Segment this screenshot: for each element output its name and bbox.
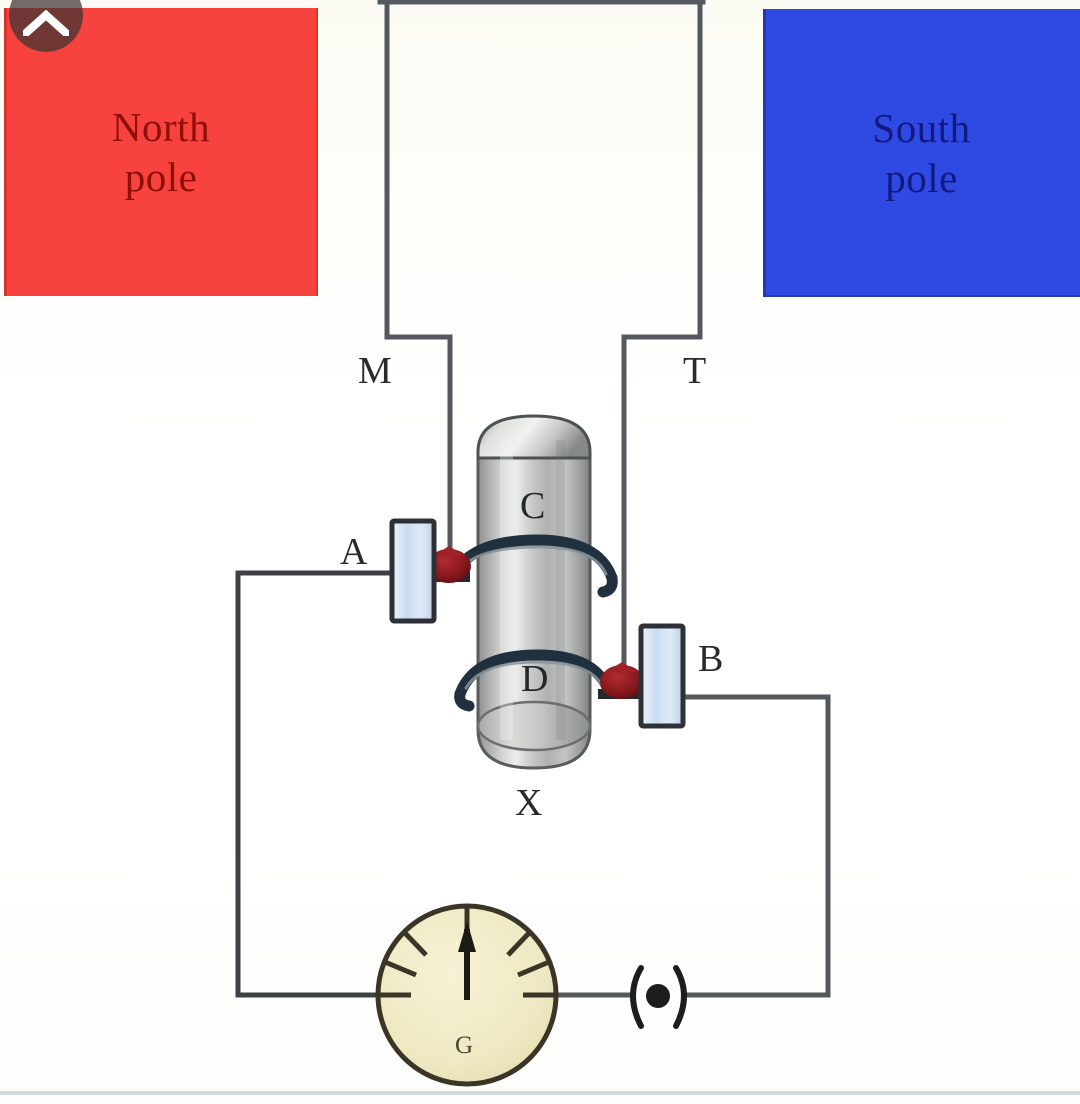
coil-winding-c-highlight: [456, 545, 608, 576]
label-m: M: [358, 350, 392, 392]
label-c: C: [520, 485, 546, 527]
south-pole-label-line2: pole: [885, 155, 958, 201]
top-wire-loop: [377, 0, 706, 683]
galvanometer: [375, 903, 559, 1087]
label-t: T: [683, 350, 707, 392]
south-pole-magnet: South pole: [763, 9, 1080, 297]
chevron-up-icon: [23, 10, 69, 36]
armature-cylinder: [476, 414, 592, 770]
brush-a: [389, 518, 437, 624]
below-divider-area: [0, 1095, 1080, 1104]
coil-winding-d-highlight: [464, 660, 604, 690]
label-d: D: [521, 658, 549, 700]
slip-ring-contact-lower: [598, 662, 648, 699]
label-g: G: [455, 1032, 474, 1059]
bottom-divider: [0, 1091, 1080, 1095]
north-pole-magnet: North pole: [4, 8, 318, 296]
label-x: X: [515, 782, 543, 824]
label-a: A: [340, 531, 368, 573]
left-circuit-wire: [235, 570, 395, 998]
north-pole-label-line2: pole: [124, 154, 198, 200]
key-contact-dot: [646, 984, 670, 1008]
coil-winding-d: [454, 649, 615, 712]
label-b: B: [698, 638, 724, 680]
galvanometer-needle: [458, 921, 476, 1000]
right-circuit-wire: [550, 694, 831, 998]
key-contact-symbol: [630, 965, 687, 1029]
south-pole-label-line1: South: [872, 104, 971, 151]
brush-b: [638, 623, 686, 729]
north-pole-label-line1: North: [111, 103, 211, 150]
